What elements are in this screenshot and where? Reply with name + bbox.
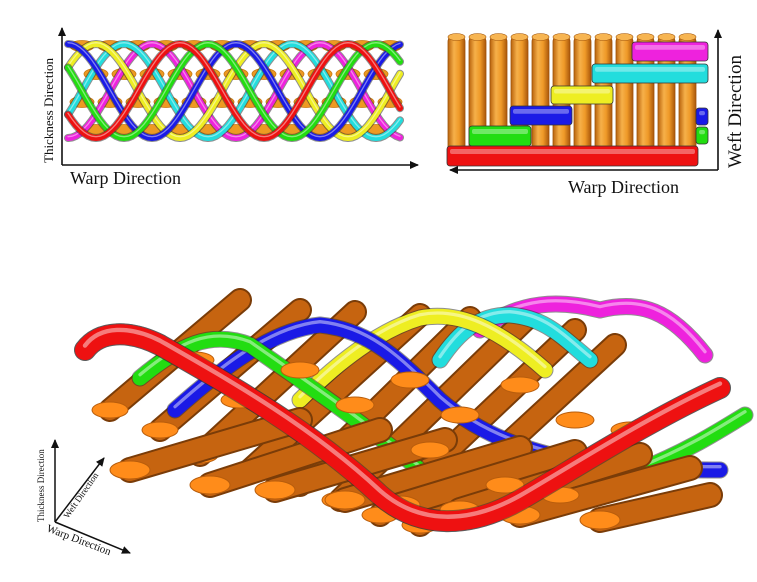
iso-weft-rod-front-cap xyxy=(579,510,621,530)
top-weft-rod xyxy=(531,33,550,159)
iso-warp-yarn-cyan xyxy=(432,307,598,368)
top-weft-label: Weft Direction xyxy=(725,55,746,168)
top-weft-rod-cap xyxy=(552,33,571,41)
iso-weft-rod-cap xyxy=(141,421,179,439)
front-view-panel: Thickness Direction Warp Direction xyxy=(41,27,419,188)
top-weft-rod-cap xyxy=(447,33,466,41)
top-weft-rod-cap xyxy=(594,33,613,41)
top-warp-strip-highlight xyxy=(513,109,569,114)
top-warp-strip-highlight xyxy=(595,67,705,72)
front-warp-yarn-green-highlight xyxy=(67,42,401,138)
top-warp-strip-highlight xyxy=(472,129,528,134)
iso-structure xyxy=(74,288,754,537)
top-weft-rod-cap xyxy=(573,33,592,41)
top-weft-rod xyxy=(615,33,634,159)
iso-thickness-label: Thickness Direction xyxy=(36,449,46,522)
iso-warp-yarn-cyan-highlight xyxy=(438,310,592,359)
top-warp-strip-blue xyxy=(509,105,573,126)
top-weft-rod-cap xyxy=(510,33,529,41)
top-warp-strip-highlight xyxy=(635,45,705,50)
top-warp-strip-red xyxy=(446,145,699,167)
iso-warp-axis xyxy=(54,521,131,554)
iso-weft-rod-cap-mid xyxy=(335,396,375,414)
top-warp-strip-blue xyxy=(695,107,709,126)
top-warp-strip-highlight xyxy=(699,130,705,135)
top-warp-strip-green xyxy=(695,126,709,145)
iso-weft-rod-front xyxy=(389,441,586,516)
front-thickness-label: Thickness Direction xyxy=(41,57,56,163)
top-warp-strip-highlight xyxy=(699,111,705,116)
top-warp-label: Warp Direction xyxy=(568,177,679,197)
iso-weft-label: Weft Direction xyxy=(61,470,100,520)
top-weft-rod-cap xyxy=(468,33,487,41)
iso-warp-yarn-red-front xyxy=(75,324,730,532)
iso-weft-rod-cap-mid xyxy=(500,376,540,394)
top-weft-rod-cap xyxy=(678,33,697,41)
iso-weft-rod-cap xyxy=(91,401,129,419)
iso-weft-rod-front-cap xyxy=(254,480,296,500)
iso-weft-rod xyxy=(240,305,430,480)
top-weft-rod xyxy=(447,33,466,159)
iso-weft-rod-front xyxy=(199,419,391,496)
top-weft-rod-cap xyxy=(657,33,676,41)
iso-weft-rod-front xyxy=(509,457,701,526)
iso-weft-rod-front-cap xyxy=(109,460,151,480)
iso-weft-rod-front-cap xyxy=(189,475,231,495)
top-warp-strip-magenta xyxy=(631,41,709,62)
iso-warp-yarn-magenta-highlight xyxy=(478,299,707,354)
iso-weft-rod-cap-mid xyxy=(555,411,595,429)
top-weft-rod-cap xyxy=(615,33,634,41)
iso-warp-yarn-yellow xyxy=(292,308,553,408)
iso-warp-yarn-yellow-highlight xyxy=(298,311,547,399)
front-warp-yarn-red xyxy=(65,41,403,141)
top-warp-strip-highlight xyxy=(554,89,610,94)
iso-weft-rod-cap-mid xyxy=(410,441,450,459)
iso-weft-axis xyxy=(54,457,105,523)
front-warp-label: Warp Direction xyxy=(70,168,181,188)
iso-weft-rod-cap-mid xyxy=(440,406,480,424)
top-warp-strip-cyan xyxy=(591,63,709,84)
front-warp-yarn-red-highlight xyxy=(67,42,401,138)
top-view-panel: Weft Direction Warp Direction xyxy=(446,29,746,197)
front-warp-yarn-green xyxy=(65,41,403,141)
front-warp-yarns xyxy=(64,40,404,142)
top-weft-rod-cap xyxy=(531,33,550,41)
iso-weft-rod-cap-mid xyxy=(280,361,320,379)
iso-weft-rod-front xyxy=(119,409,311,481)
top-weft-rod-cap xyxy=(489,33,508,41)
isometric-view-panel: Thickness Direction Weft Direction Warp … xyxy=(36,288,754,559)
top-warp-strip-highlight xyxy=(450,149,695,154)
iso-warp-yarn-red-front-highlight xyxy=(82,327,723,519)
iso-weft-rod-front-cap xyxy=(324,490,366,510)
top-warp-strips xyxy=(446,41,709,167)
top-weft-rod-cap xyxy=(636,33,655,41)
top-warp-strip-yellow xyxy=(550,85,614,105)
iso-weft-rod-cap-mid xyxy=(390,371,430,389)
iso-warp-label: Warp Direction xyxy=(45,523,113,559)
